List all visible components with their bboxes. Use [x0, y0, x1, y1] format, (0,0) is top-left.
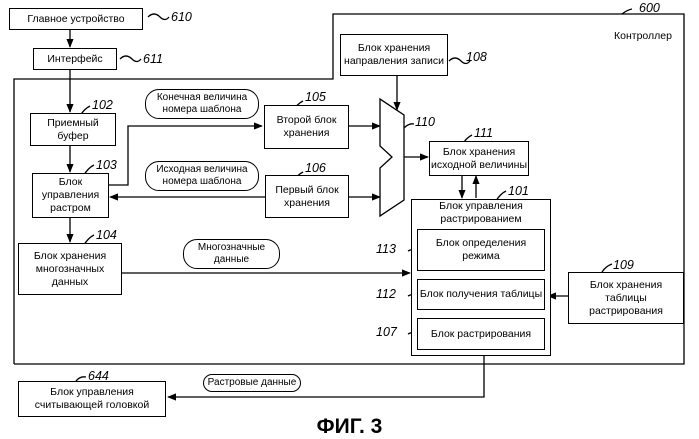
- ref-113: 113: [376, 242, 396, 256]
- interface-label: Интерфейс: [47, 53, 102, 66]
- ref-600: 600: [639, 1, 660, 15]
- interface-box: Интерфейс: [33, 48, 117, 70]
- ref-102: 102: [92, 98, 113, 112]
- leader-600: [622, 9, 632, 14]
- initial-value-storage-box: Блок хранения исходной величины: [429, 141, 529, 176]
- mode-determination-box: Блок определения режима: [417, 229, 545, 271]
- multilevel-storage-box: Блок хранения многозначных данных: [18, 243, 122, 295]
- table-acquisition-label: Блок получения таблицы: [420, 288, 542, 301]
- record-direction-storage-box: Блок хранения направления записи: [340, 34, 448, 76]
- ref-103: 103: [96, 158, 117, 172]
- record-direction-storage-label: Блок хранения направления записи: [344, 42, 444, 68]
- leader-109: [602, 264, 612, 272]
- initial-pattern-pill: Исходная величина номера шаблона: [145, 161, 259, 191]
- head-control-label: Блок управления считывающей головкой: [35, 386, 149, 412]
- main-device-label: Главное устройство: [27, 13, 124, 26]
- raster-data-label: Растровые данные: [208, 377, 297, 389]
- multilevel-data-pill: Многозначные данные: [183, 239, 280, 269]
- multilevel-data-label: Многозначные данные: [198, 242, 265, 266]
- second-storage-box: Второй блок хранения: [264, 105, 349, 149]
- ref-644: 644: [88, 369, 109, 383]
- table-storage-label: Блок хранения таблицы растрирования: [569, 279, 683, 318]
- raster-data-pill: Растровые данные: [203, 374, 301, 392]
- multilevel-storage-label: Блок хранения многозначных данных: [34, 250, 106, 289]
- leader-610: [148, 14, 169, 20]
- final-pattern-pill: Конечная величина номера шаблона: [145, 89, 259, 119]
- rasterization-label: Блок растрирования: [431, 328, 531, 341]
- controller-label: Контроллер: [614, 30, 680, 43]
- leader-611: [120, 56, 141, 62]
- ref-107: 107: [376, 325, 397, 339]
- table-acquisition-box: Блок получения таблицы: [417, 279, 545, 310]
- initial-pattern-label: Исходная величина номера шаблона: [156, 164, 247, 188]
- leader-110: [404, 124, 414, 128]
- receive-buffer-box: Приемный буфер: [30, 113, 116, 146]
- ref-111: 111: [474, 126, 493, 140]
- ref-105: 105: [305, 90, 326, 104]
- ref-110: 110: [415, 115, 435, 129]
- raster-control-box: Блок управления растром: [32, 173, 109, 218]
- ref-106: 106: [305, 161, 326, 175]
- first-storage-label: Первый блок хранения: [275, 184, 338, 210]
- mode-determination-label: Блок определения режима: [418, 237, 544, 263]
- rasterization-control-label: Блок управления растрированием: [411, 200, 551, 226]
- table-storage-box: Блок хранения таблицы растрирования: [568, 272, 684, 324]
- ref-101: 101: [508, 184, 529, 198]
- ref-112: 112: [376, 287, 396, 301]
- final-pattern-label: Конечная величина номера шаблона: [157, 92, 247, 116]
- first-storage-box: Первый блок хранения: [265, 175, 349, 218]
- rasterization-box: Блок растрирования: [417, 318, 545, 350]
- main-device-box: Главное устройство: [9, 8, 143, 30]
- ref-108: 108: [466, 50, 487, 64]
- second-storage-label: Второй блок хранения: [277, 114, 337, 140]
- raster-control-label: Блок управления растром: [42, 176, 99, 215]
- receive-buffer-label: Приемный буфер: [31, 117, 115, 143]
- ref-109: 109: [613, 258, 634, 272]
- figure-caption: ФИГ. 3: [0, 415, 699, 439]
- initial-value-storage-label: Блок хранения исходной величины: [431, 146, 527, 172]
- ref-611: 611: [143, 52, 163, 66]
- ref-104: 104: [96, 228, 117, 242]
- ref-610: 610: [171, 10, 192, 24]
- selector-110: [380, 99, 404, 216]
- head-control-box: Блок управления считывающей головкой: [18, 381, 166, 417]
